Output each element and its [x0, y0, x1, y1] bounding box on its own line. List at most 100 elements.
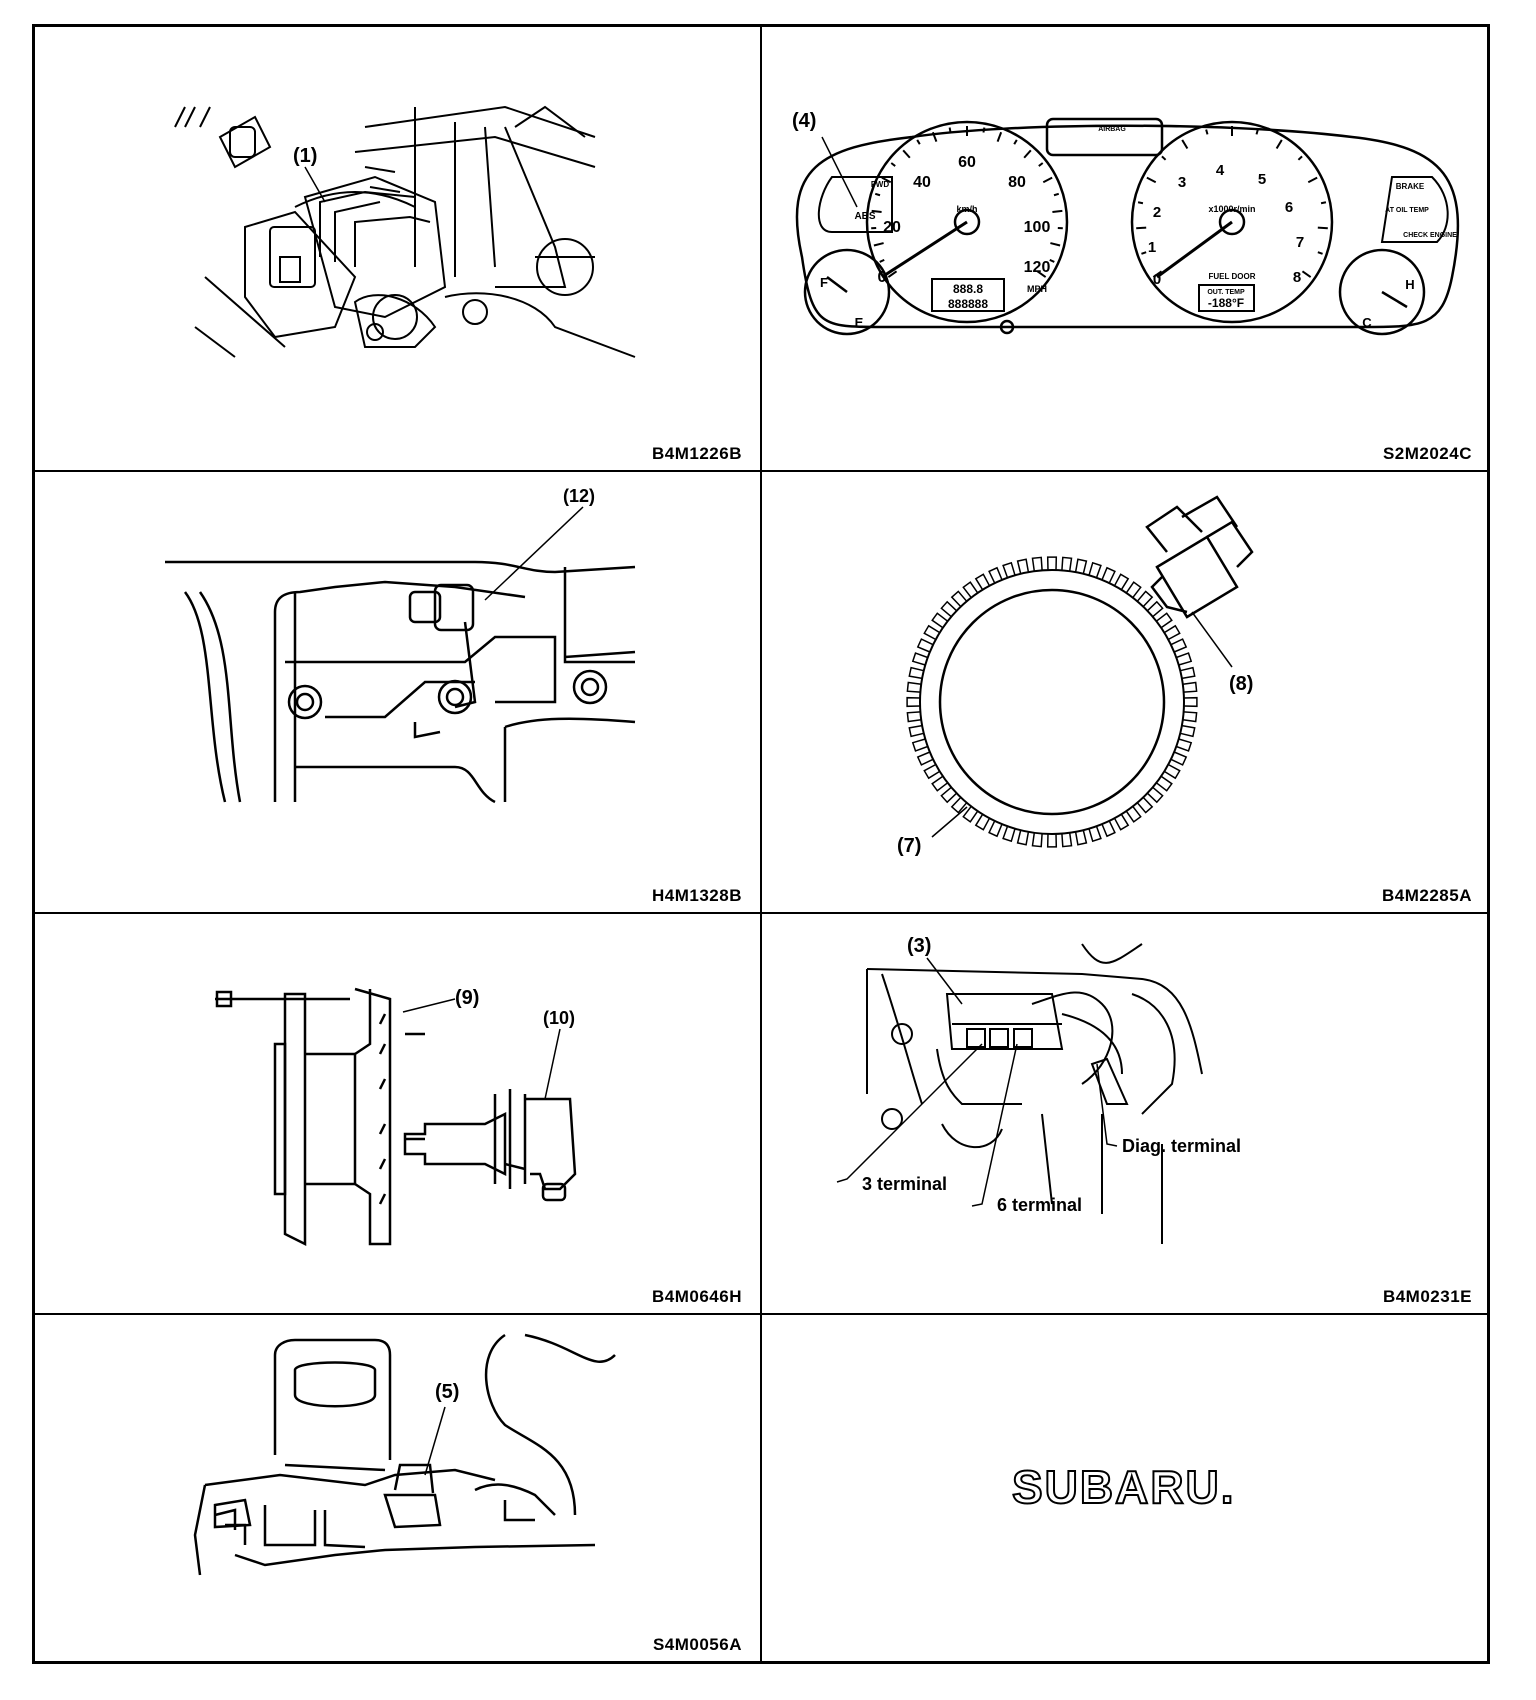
gauge-tick	[1152, 270, 1163, 278]
tone-wheel-tooth	[923, 763, 941, 780]
callout-10: (10)	[543, 1008, 575, 1028]
dash-connector-illustration: (5)	[193, 1333, 616, 1576]
gauge-tick	[881, 176, 892, 184]
hydraulic-unit-illustration: (1)	[174, 105, 636, 358]
at-oil-temp: AT OIL TEMP	[1385, 207, 1429, 214]
tone-wheel-tooth	[906, 711, 922, 723]
tone-wheel-tooth	[1074, 830, 1088, 846]
tone-wheel-tooth	[1046, 833, 1058, 848]
panel-g-sensor: (12) H4M1328B	[35, 472, 760, 912]
gauge-tick	[1317, 226, 1328, 230]
fuel-empty: E	[855, 315, 864, 330]
panel-sensor-exploded: (9) (10) B4M0646H	[35, 914, 760, 1313]
g-sensor-illustration: (12)	[165, 486, 636, 804]
callout-7: (7)	[897, 835, 921, 857]
speedometer-ticks	[871, 126, 1063, 278]
gauge-tick	[996, 131, 1003, 142]
tone-wheel-tooth	[923, 624, 941, 641]
callout-8: (8)	[1229, 673, 1253, 695]
row-divider-3	[35, 1313, 1487, 1315]
figure-code: B4M1226B	[652, 444, 742, 463]
tone-wheel-tooth	[1016, 830, 1030, 846]
kmh-unit: km/h	[956, 204, 977, 214]
tone-wheel-tooth	[940, 786, 958, 804]
tone-wheel-tooth	[908, 724, 924, 738]
diag-terminal-label: Diag. terminal	[1122, 1136, 1241, 1156]
tone-wheel-tooth	[962, 805, 979, 823]
odometer-display: 888888	[948, 297, 988, 311]
panel-dash-connector: (5) S4M0056A	[35, 1315, 760, 1661]
callout-3: (3)	[907, 935, 931, 957]
tone-wheel-tooth	[1113, 573, 1130, 591]
gauge-tick	[1161, 155, 1167, 161]
tone-wheel-tooth	[950, 796, 968, 814]
gauge-tick	[1301, 270, 1312, 278]
speed-0: 0	[878, 269, 887, 286]
tone-wheel-tooth	[1163, 763, 1181, 780]
tone-wheel-tooth	[1031, 832, 1043, 848]
gauge-tick	[1275, 139, 1283, 149]
tone-wheel-tooth	[1061, 556, 1073, 572]
tone-wheel-tooth	[1182, 681, 1198, 693]
out-temp-label: OUT. TEMP	[1207, 289, 1245, 296]
tone-wheel-tooth	[974, 573, 991, 591]
speed-40: 40	[913, 174, 931, 191]
panel-combination-meter: 0 20 40 60 80 100 120 km/h MPH 0 1 2 3 4…	[762, 27, 1490, 470]
sensor-exploded-illustration: (9) (10)	[215, 987, 577, 1247]
gauge-tick	[1146, 176, 1157, 184]
check-engine: CHECK ENGINE	[1403, 232, 1457, 239]
tone-wheel-tooth	[916, 638, 934, 653]
tone-wheel-tooth	[1136, 796, 1154, 814]
panel-tone-wheel: (8) (7) B4M2285A	[762, 472, 1490, 912]
tone-wheel-tooth	[916, 751, 934, 766]
rpm-5: 5	[1258, 171, 1266, 188]
gauge-tick	[1205, 129, 1209, 135]
gauge-tick	[916, 139, 921, 145]
tone-wheel-tooth	[962, 581, 979, 599]
column-divider	[760, 27, 762, 1661]
fuel-door-label: FUEL DOOR	[1209, 272, 1256, 281]
brake-warning: BRAKE	[1396, 182, 1425, 191]
callout-12: (12)	[563, 486, 595, 506]
speed-20: 20	[883, 219, 901, 236]
temp-hot: H	[1405, 277, 1414, 292]
tone-wheel-tooth	[950, 590, 968, 608]
tone-wheel-tooth	[940, 600, 958, 618]
gauge-tick	[1255, 129, 1259, 135]
tone-wheel-tooth	[1146, 600, 1164, 618]
abs-warning: ABS	[854, 211, 875, 222]
terminal-6-label: 6 terminal	[997, 1195, 1082, 1215]
tone-wheel-tooth	[1183, 696, 1198, 708]
tone-wheel-tooth	[1113, 813, 1130, 831]
speed-60: 60	[958, 154, 976, 171]
terminal-3-label: 3 terminal	[862, 1174, 947, 1194]
panel-diagnosis-connector: (3) 3 terminal 6 terminal Diag. terminal…	[762, 914, 1490, 1313]
tone-wheel-tooth	[988, 566, 1003, 584]
gauge-tick	[1013, 139, 1018, 145]
gauge-tick	[1136, 226, 1147, 230]
gauge-tick	[1317, 251, 1323, 255]
subaru-logo: SUBARU.	[1011, 1460, 1236, 1514]
tone-wheel-tooth	[1031, 556, 1043, 572]
gauge-tick	[871, 209, 882, 214]
tone-wheel-tooth	[911, 652, 928, 666]
gauge-tick	[1036, 270, 1047, 278]
fwd-indicator: FWD	[871, 180, 889, 189]
figure-code: B4M0231E	[1382, 1287, 1472, 1306]
tone-wheel-tooth	[1002, 561, 1016, 578]
tone-wheel-tooth	[1163, 624, 1181, 641]
gauge-tick	[1307, 176, 1318, 184]
rpm-unit: x1000r/min	[1208, 204, 1255, 214]
tone-wheel-tooth	[1061, 832, 1073, 848]
tone-wheel-tooth	[1182, 711, 1198, 723]
tone-wheel-tooth	[1125, 805, 1142, 823]
row-divider-1	[35, 470, 1487, 472]
gauge-tick	[1320, 201, 1327, 205]
tone-wheel-tooth	[931, 612, 949, 629]
tone-wheel-tooth	[1074, 558, 1088, 574]
tone-wheel-tooth	[988, 820, 1003, 838]
mph-unit: MPH	[1027, 284, 1047, 294]
gauge-tick	[1038, 162, 1044, 167]
callout-5: (5)	[435, 1381, 459, 1403]
callout-4: (4)	[792, 110, 816, 132]
